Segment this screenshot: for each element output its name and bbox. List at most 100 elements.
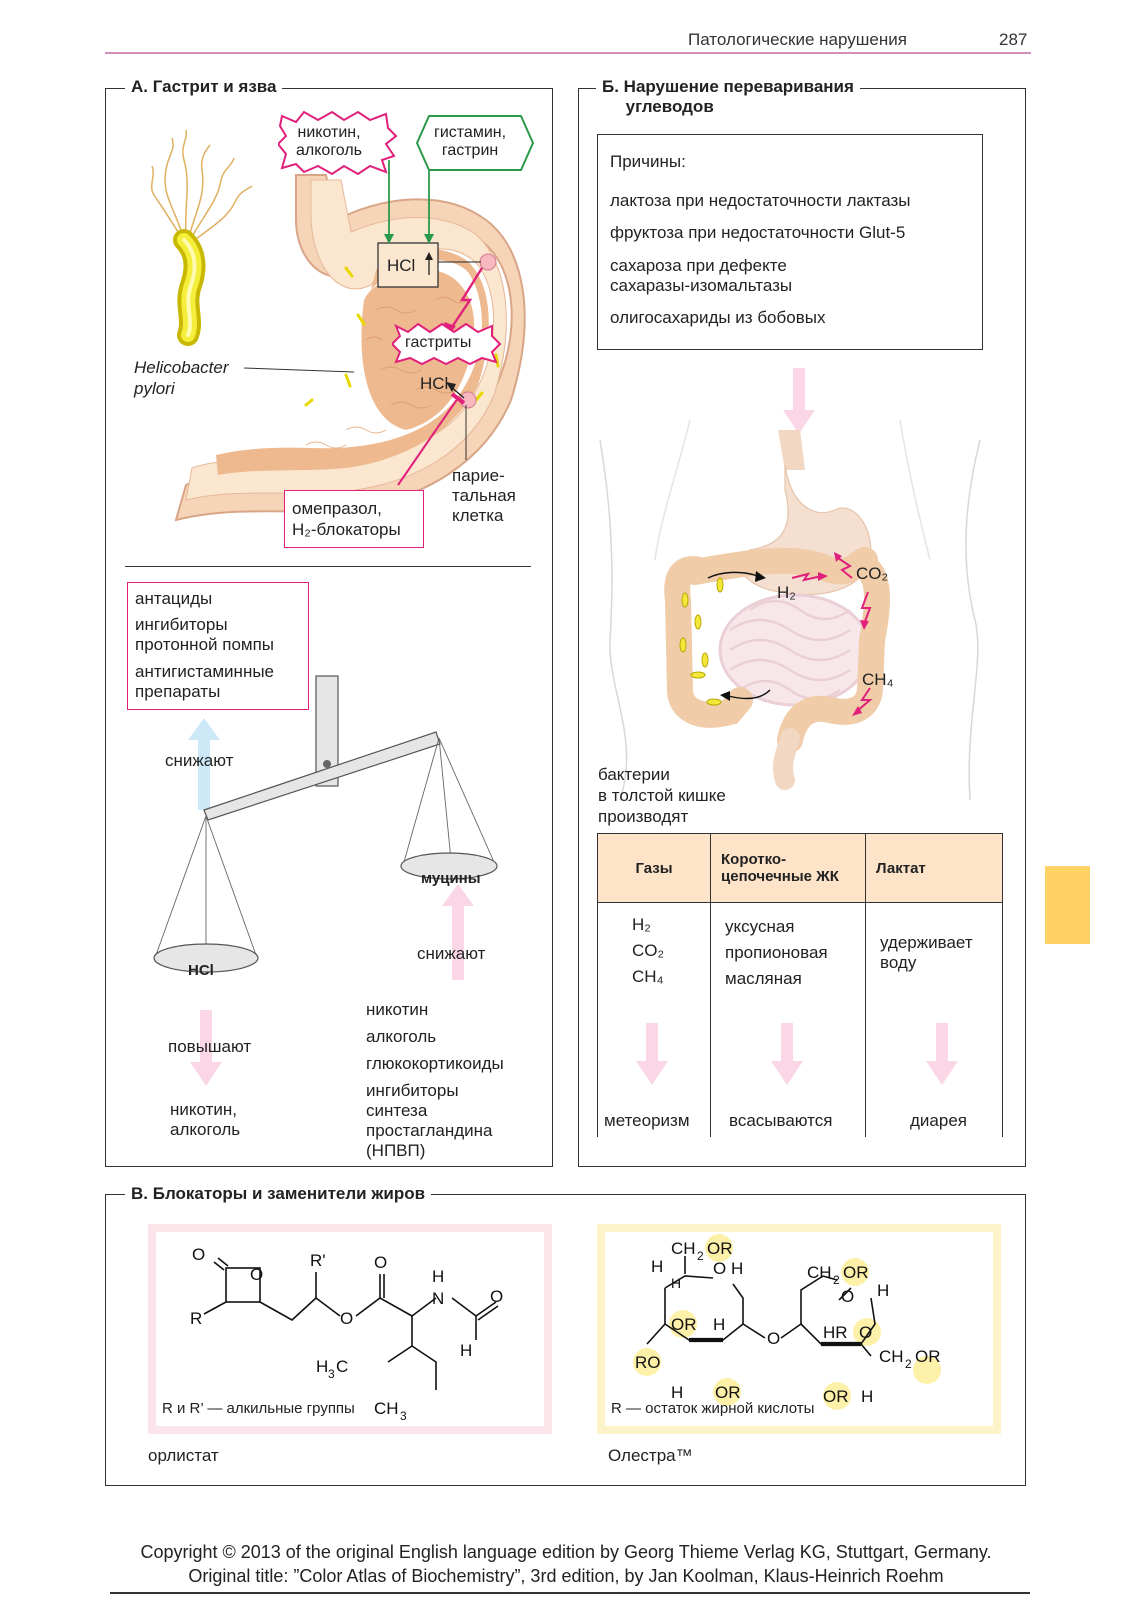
cause-lactose: лактоза при недостаточности лактазы	[610, 191, 911, 210]
omeprazole-box	[284, 490, 424, 548]
left-causes-label: никотин, алкоголь	[170, 1100, 241, 1139]
svg-text:CH: CH	[807, 1263, 832, 1282]
cause-sucrose: сахароза при дефекте сахаразы-изомальтаз…	[610, 256, 793, 295]
helicobacter-label: Helicobacter pylori	[134, 358, 229, 398]
svg-text:H: H	[671, 1383, 683, 1402]
panel-a-title: А. Гастрит и язва	[125, 77, 283, 97]
footer-rule	[110, 1592, 1030, 1594]
bacteria-produce-label: бактерии в толстой кишке производят	[598, 765, 726, 826]
gas-h2-cell: H₂	[632, 915, 651, 934]
cause-fructose: фруктоза при недостаточности Glut-5	[610, 223, 906, 242]
drug-antacids: антациды	[135, 589, 213, 608]
right-cause-glucocorticoids: глюкокортикоиды	[366, 1054, 504, 1073]
parietal-cell-upper	[479, 253, 497, 271]
svg-text:H: H	[460, 1341, 472, 1360]
svg-text:OR: OR	[915, 1347, 941, 1366]
panel-c-title: В. Блокаторы и заменители жиров	[125, 1184, 432, 1204]
intestine-illustration	[599, 368, 981, 801]
gas-co2-cell: CO₂	[632, 941, 665, 960]
parietal-cell-label: парие- тальная клетка	[452, 466, 516, 525]
gases-down-arrow	[636, 1023, 668, 1085]
svg-text:H: H	[651, 1257, 663, 1276]
causes-box: Причины: лактоза при недостаточности лак…	[597, 134, 983, 350]
panel-c-frame	[105, 1194, 1026, 1486]
right-cause-nsaid: ингибиторы синтеза простагландина (НПВП)	[366, 1081, 493, 1160]
histamine-gastrin-label: гистамин, гастрин	[434, 124, 507, 159]
svg-text:N: N	[432, 1289, 444, 1308]
svg-text:O: O	[841, 1287, 854, 1306]
left-raise-arrow	[190, 1010, 222, 1086]
scfa-propionic: пропионовая	[725, 943, 828, 962]
hcl-top-label: HCl	[387, 256, 416, 275]
svg-text:H: H	[877, 1281, 889, 1300]
stomach-illustration	[150, 129, 526, 522]
drug-antihistamines: антигистаминные препараты	[135, 662, 275, 701]
svg-text:H: H	[731, 1259, 743, 1278]
orlistat-panel	[156, 1232, 544, 1426]
panel-a-frame	[105, 88, 553, 1167]
result-diarrhea: диарея	[910, 1111, 967, 1130]
nicotine-alcohol-burst	[278, 110, 398, 176]
scfa-butyric: масляная	[725, 969, 802, 988]
svg-text:CH: CH	[879, 1347, 904, 1366]
svg-text:HR: HR	[823, 1323, 848, 1342]
histamine-gastrin-hexagon	[415, 115, 535, 171]
table-header-gases: Газы	[597, 833, 711, 903]
hcl-pan	[153, 943, 259, 973]
gas-co2-label: CO₂	[856, 564, 889, 583]
svg-text:H: H	[671, 1275, 681, 1291]
svg-text:CH: CH	[374, 1399, 399, 1418]
svg-text:R: R	[190, 1309, 202, 1328]
svg-text:2: 2	[905, 1357, 912, 1371]
scfa-acetic: уксусная	[725, 917, 795, 936]
mucin-pan-label: муцины	[421, 870, 481, 887]
left-lower-label: снижают	[165, 751, 234, 770]
svg-text:3: 3	[328, 1367, 335, 1381]
table-header-scfa: Коротко- цепочечные ЖК	[710, 833, 866, 903]
right-cause-alcohol: алкоголь	[366, 1027, 437, 1046]
right-cause-nicotine: никотин	[366, 1000, 429, 1019]
svg-text:3: 3	[400, 1409, 407, 1423]
svg-text:O: O	[713, 1259, 726, 1278]
svg-text:O: O	[340, 1309, 353, 1328]
svg-text:H: H	[316, 1357, 328, 1376]
original-title-line: Original title: ”Color Atlas of Biochemi…	[188, 1566, 944, 1586]
drug-ppi: ингибиторы протонной помпы	[135, 615, 275, 654]
table-header-lactate: Лактат	[865, 833, 1003, 903]
svg-text:O: O	[374, 1253, 387, 1272]
svg-text:OR: OR	[707, 1239, 733, 1258]
svg-text:H: H	[432, 1267, 444, 1286]
olestra-name: Олестра™	[608, 1446, 693, 1465]
result-absorbed: всасываются	[729, 1111, 833, 1130]
svg-text:O: O	[192, 1245, 205, 1264]
svg-text:CH: CH	[671, 1239, 696, 1258]
products-table: Газы Коротко- цепочечные ЖК Лактат H₂ CO…	[597, 833, 1003, 1137]
lactate-retains-water: удерживает воду	[880, 933, 973, 972]
chapter-tab	[1045, 866, 1090, 944]
nicotine-alcohol-label: никотин, алкоголь	[296, 124, 363, 159]
svg-text:O: O	[767, 1329, 780, 1348]
panel-a-divider	[125, 566, 531, 568]
gas-ch4-cell: CH₄	[632, 967, 664, 986]
running-title: Патологические нарушения	[688, 30, 907, 49]
hcl-lower-label: HCl	[420, 374, 449, 393]
orlistat-note: R и R’ — алкильные группы	[162, 1400, 355, 1417]
svg-text:OR: OR	[843, 1263, 869, 1282]
svg-text:RO: RO	[635, 1353, 661, 1372]
svg-text:OR: OR	[823, 1387, 849, 1406]
copyright-line: Copyright © 2013 of the original English…	[140, 1542, 992, 1562]
cause-oligosaccharides: олигосахариды из бобовых	[610, 308, 826, 327]
gas-ch4-label: CH₄	[862, 670, 894, 689]
scfa-down-arrow	[771, 1023, 803, 1085]
result-meteorism: метеоризм	[604, 1111, 690, 1130]
left-raise-label: повышают	[168, 1037, 252, 1056]
svg-text:H: H	[861, 1387, 873, 1406]
svg-text:O: O	[250, 1265, 263, 1284]
gastritis-label: гастриты	[405, 334, 472, 351]
drugs-box	[127, 582, 309, 710]
omeprazole-label: омепразол, H₂-блокаторы	[292, 499, 401, 539]
svg-text:R': R'	[310, 1251, 326, 1270]
right-lower-label: снижают	[417, 944, 486, 963]
causes-title: Причины:	[610, 152, 686, 171]
